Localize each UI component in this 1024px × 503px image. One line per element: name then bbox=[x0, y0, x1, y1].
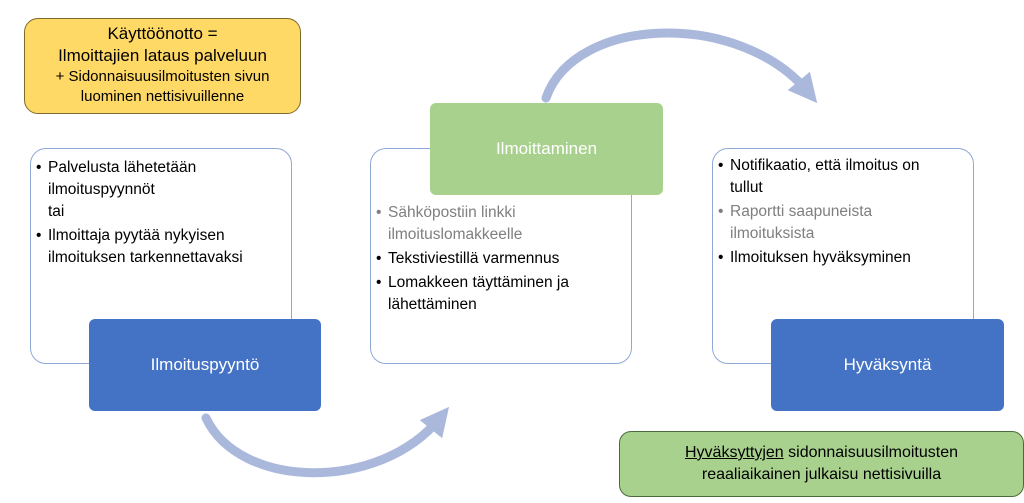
bullet-text: ilmoituksen tarkennettavaksi bbox=[48, 249, 243, 266]
bullet-text: tai bbox=[48, 203, 65, 220]
deployment-note-line3: + Sidonnaisuusilmoitusten sivun bbox=[55, 68, 270, 85]
bullet-text: Tekstiviestillä varmennus bbox=[388, 250, 560, 267]
bullet-text: tullut bbox=[730, 179, 763, 196]
deployment-note-line4: luominen nettisivuillenne bbox=[80, 88, 245, 105]
bullet-text: ilmoituksista bbox=[730, 225, 815, 242]
bullet-text: Raportti saapuneista bbox=[730, 203, 873, 220]
bullet-text: Ilmoittaja pyytää nykyisen bbox=[48, 227, 225, 244]
bullet-text: Sähköpostiin linkki bbox=[388, 204, 516, 221]
bullet-text: ilmoituslomakkeelle bbox=[388, 226, 523, 243]
list-item: Lomakkeen täyttäminen ja lähettäminen bbox=[376, 272, 628, 316]
bullet-text: Palvelusta lähetetään bbox=[48, 159, 197, 176]
list-item: Tekstiviestillä varmennus bbox=[376, 248, 628, 270]
publish-note-line2: reaaliaikainen julkaisu nettisivuilla bbox=[701, 466, 942, 483]
step-label-ilmoituspyynto: Ilmoituspyyntö bbox=[89, 319, 321, 411]
bullet-text: ilmoituspyynnöt bbox=[48, 181, 155, 198]
list-item: Ilmoituksen hyväksyminen bbox=[718, 247, 970, 269]
step1-bullet-list: Palvelusta lähetetään ilmoituspyynnöt ta… bbox=[36, 157, 288, 271]
bullet-text: lähettäminen bbox=[388, 296, 477, 313]
list-item: Notifikaatio, että ilmoitus on tullut bbox=[718, 155, 970, 199]
step2-bullet-list: Sähköpostiin linkki ilmoituslomakkeelle … bbox=[376, 202, 628, 318]
deployment-note-line2: Ilmoittajien lataus palveluun bbox=[58, 46, 267, 65]
deployment-note: Käyttöönotto = Ilmoittajien lataus palve… bbox=[24, 18, 301, 114]
bullet-text: Notifikaatio, että ilmoitus on bbox=[730, 157, 920, 174]
arrow-step2-to-step3 bbox=[541, 28, 818, 104]
list-item: Raportti saapuneista ilmoituksista bbox=[718, 201, 970, 245]
publish-note-line1: Hyväksyttyjen sidonnaisuusilmoitusten bbox=[620, 442, 1023, 464]
publish-note-underlined: Hyväksyttyjen bbox=[684, 444, 784, 461]
list-item: Ilmoittaja pyytää nykyisen ilmoituksen t… bbox=[36, 225, 288, 269]
list-item: Palvelusta lähetetään ilmoituspyynnöt ta… bbox=[36, 157, 288, 223]
list-item: Sähköpostiin linkki ilmoituslomakkeelle bbox=[376, 202, 628, 246]
bullet-text: Ilmoituksen hyväksyminen bbox=[730, 249, 911, 266]
deployment-note-line1: Käyttöönotto = bbox=[107, 24, 218, 43]
arrow-step1-to-step2 bbox=[201, 406, 450, 478]
step-label-hyvaksynta: Hyväksyntä bbox=[771, 319, 1004, 411]
bullet-text: Lomakkeen täyttäminen ja bbox=[388, 274, 569, 291]
publish-note-line1-rest: sidonnaisuusilmoitusten bbox=[783, 444, 959, 461]
step3-bullet-list: Notifikaatio, että ilmoitus on tullut Ra… bbox=[718, 155, 970, 271]
publish-note: Hyväksyttyjen sidonnaisuusilmoitusten re… bbox=[619, 431, 1024, 497]
step-label-ilmoittaminen: Ilmoittaminen bbox=[430, 103, 663, 195]
